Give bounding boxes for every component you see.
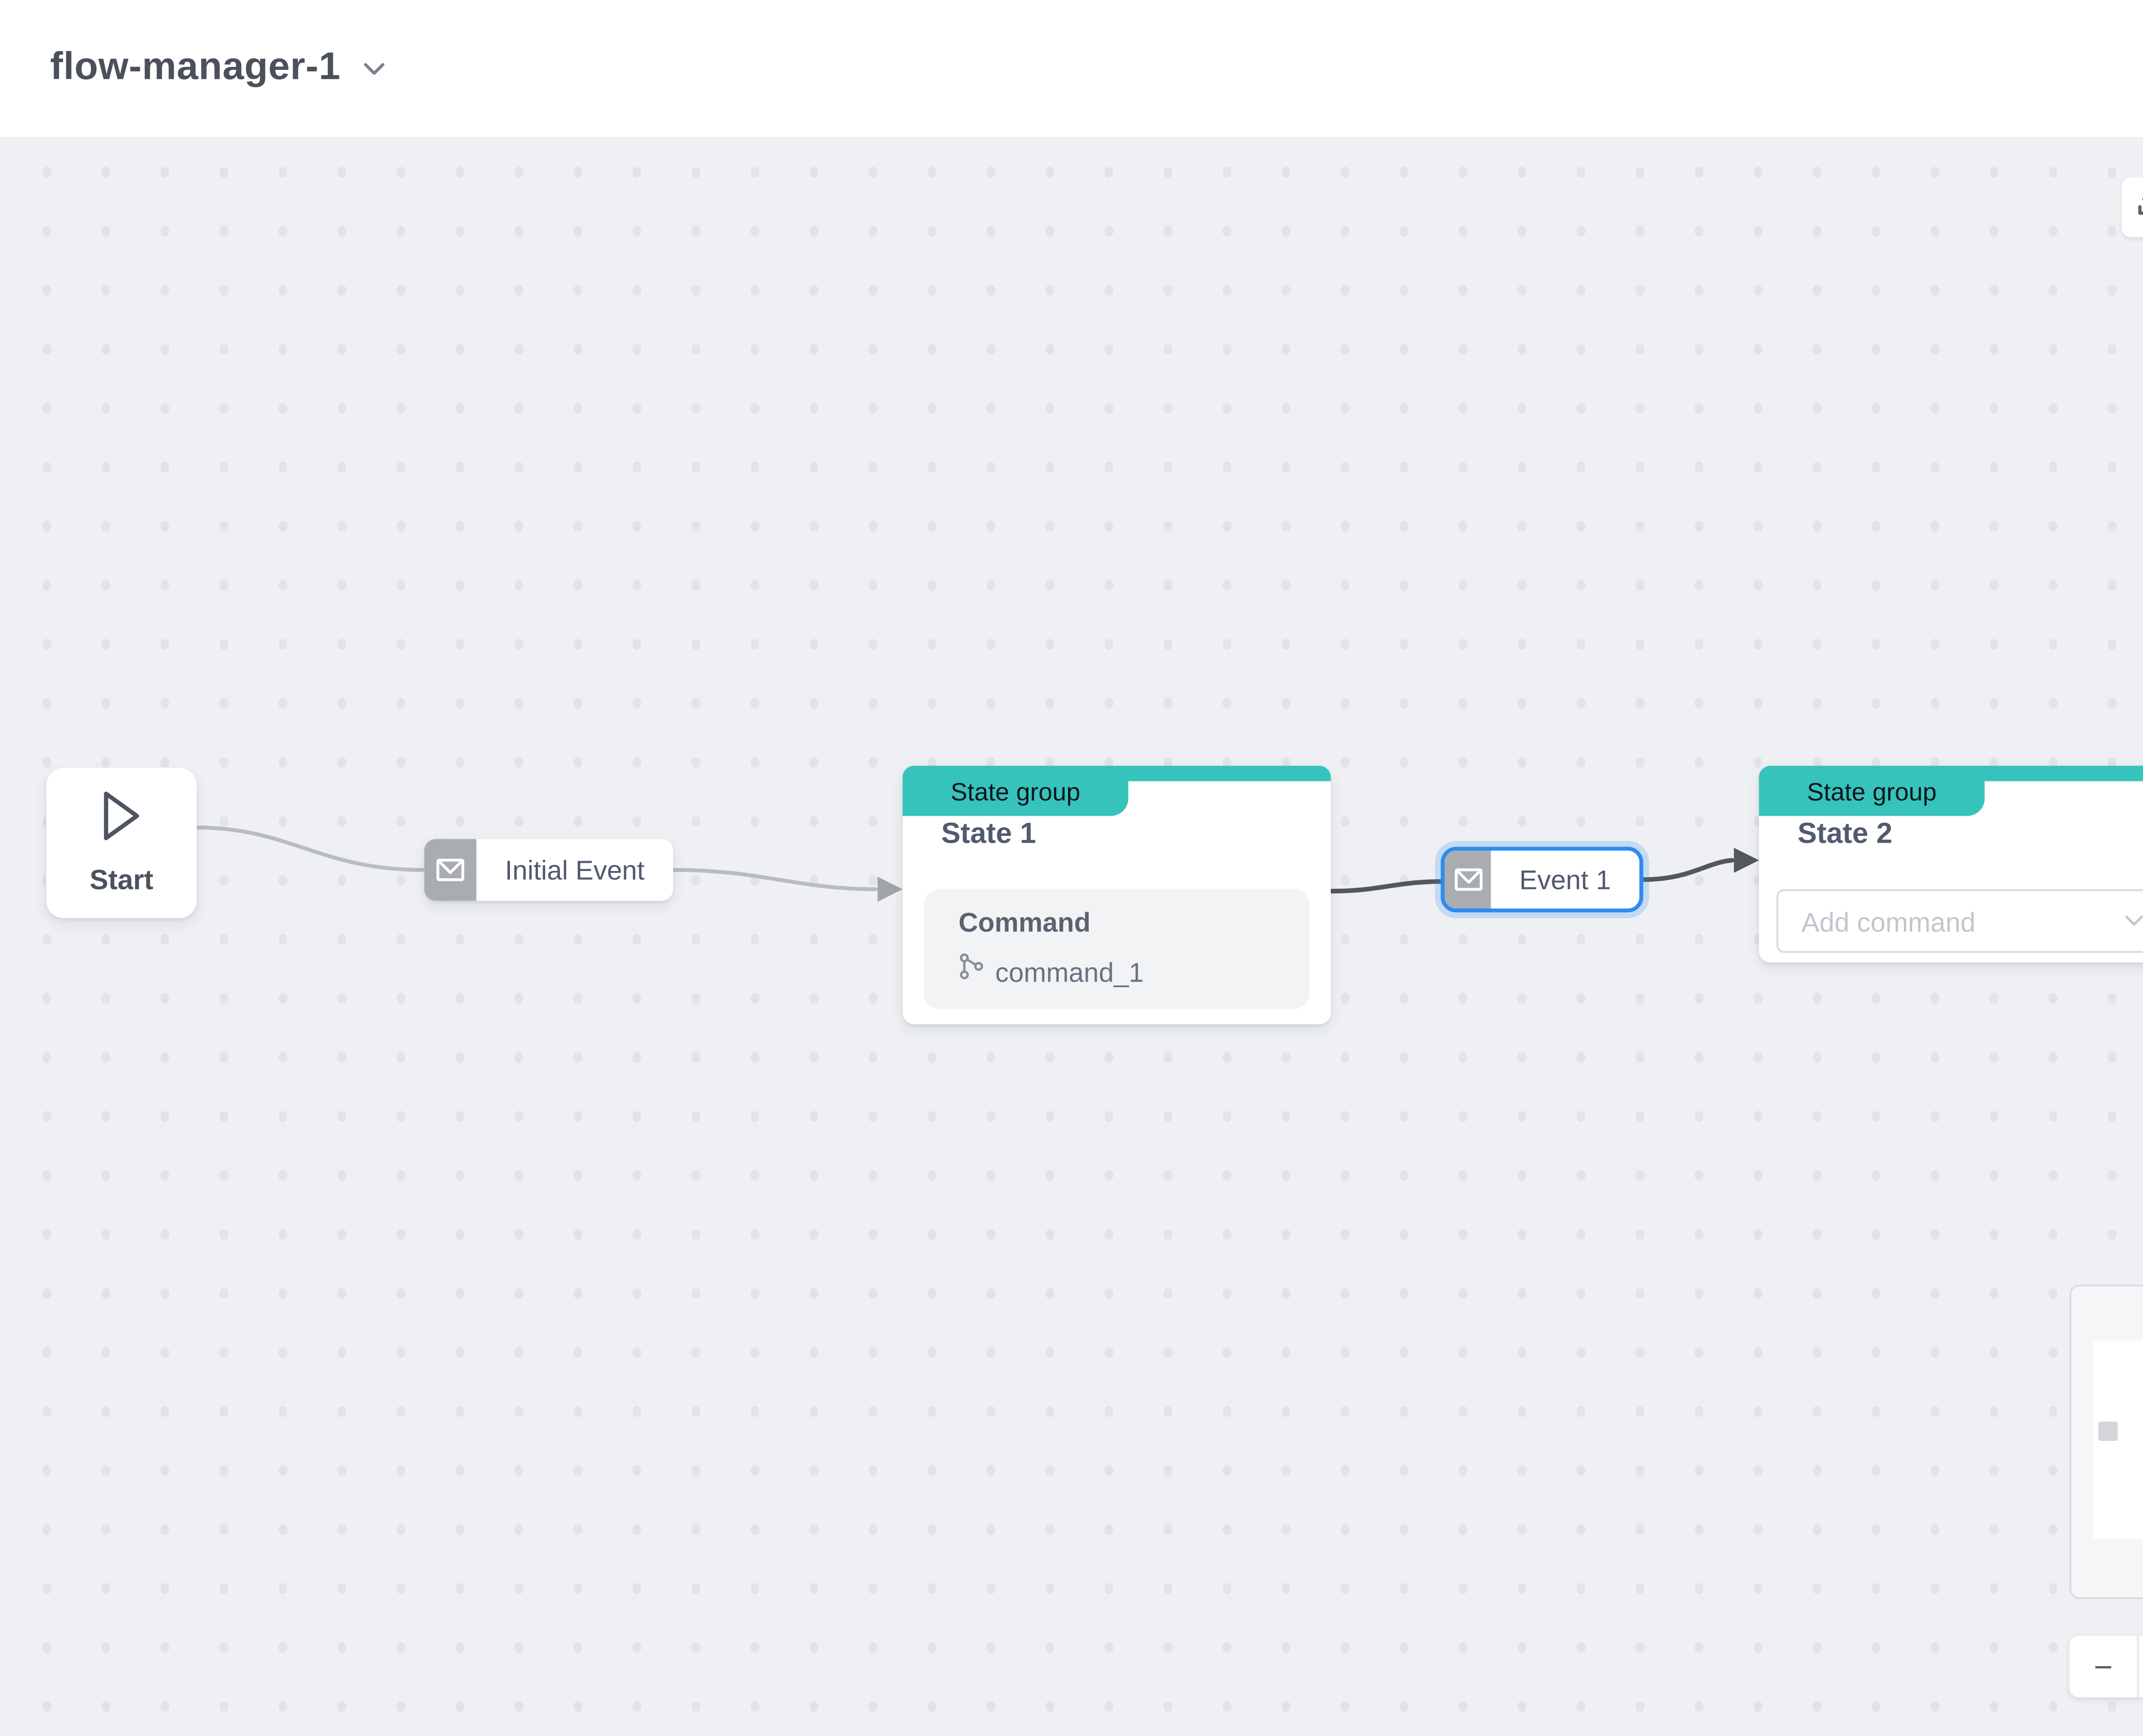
edge-initial-event-to-state1[interactable] (671, 868, 878, 891)
initial-event-label: Initial Event (505, 854, 645, 886)
state2-title: State 2 (1798, 818, 1893, 851)
chevron-down-icon (362, 61, 385, 76)
minimap-start-block (2098, 1421, 2118, 1441)
node-state2[interactable]: State group State 2 Add command (1759, 766, 2143, 963)
edge-state1-to-event1[interactable] (1328, 879, 1445, 894)
chevron-down-icon (2124, 914, 2143, 928)
page-title: flow-manager-1 (50, 46, 341, 89)
arrowhead-icon (877, 877, 903, 902)
state-group-tab: State group (903, 766, 1129, 816)
top-bar: flow-manager-1 Go to microservice (0, 0, 2143, 137)
play-icon (100, 789, 143, 853)
minimap[interactable] (2069, 1285, 2143, 1599)
minus-icon: − (2093, 1648, 2113, 1685)
flow-canvas[interactable]: + Add state Start Initial Event (0, 137, 2143, 1736)
zoom-toolbar: − + (2069, 1636, 2143, 1697)
zoom-in-button[interactable]: + (2139, 1636, 2143, 1697)
download-button[interactable] (2121, 177, 2143, 237)
node-start[interactable]: Start (46, 768, 197, 918)
add-command-select[interactable]: Add command (1776, 889, 2143, 953)
command-hierarchy-icon (959, 953, 984, 990)
envelope-icon (424, 839, 477, 901)
zoom-out-button[interactable]: − (2069, 1636, 2139, 1697)
canvas-toolbar: + Add state (2121, 177, 2143, 237)
command-row[interactable]: command_1 (959, 953, 1275, 990)
arrowhead-icon (1734, 847, 1759, 873)
command-heading: Command (958, 907, 1091, 937)
download-icon (2136, 187, 2143, 228)
state-group-tab: State group (1759, 766, 1985, 816)
node-initial-event[interactable]: Initial Event (424, 839, 673, 901)
node-event1[interactable]: Event 1 (1441, 847, 1643, 913)
command-name: command_1 (995, 955, 1144, 987)
command-box[interactable]: Command command_1 (924, 889, 1310, 1009)
add-command-placeholder: Add command (1801, 905, 1976, 937)
event1-label: Event 1 (1519, 864, 1611, 895)
node-state1[interactable]: State group State 1 Command command_1 (903, 766, 1331, 1024)
flow-title-dropdown[interactable]: flow-manager-1 (50, 46, 385, 91)
start-node-label: Start (90, 866, 153, 897)
state1-title: State 1 (941, 818, 1036, 851)
edges-layer (195, 826, 1759, 902)
edge-start-to-initial-event[interactable] (195, 826, 424, 872)
envelope-icon (1444, 850, 1491, 909)
edge-event1-to-state2[interactable] (1641, 858, 1735, 882)
